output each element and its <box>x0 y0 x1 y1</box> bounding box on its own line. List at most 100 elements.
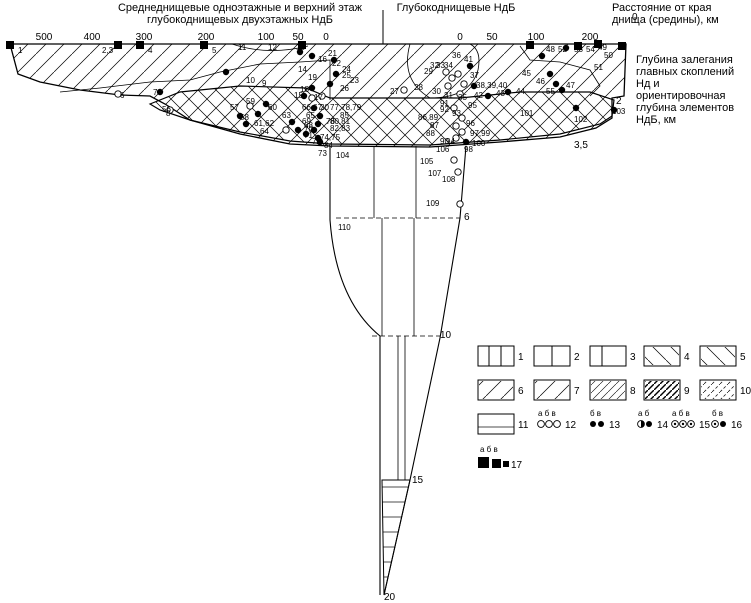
fossil-marker-filled <box>538 52 546 60</box>
fossil-marker-open <box>246 102 254 110</box>
legend-item: 5 <box>699 345 746 367</box>
fossil-marker-open <box>454 70 462 78</box>
legend-swatch-fill <box>701 347 735 365</box>
sample-label: 76 <box>326 117 335 126</box>
sample-label: 109 <box>426 199 440 208</box>
depth-label: 20 <box>384 592 396 603</box>
scale-tick-left: 0 <box>323 32 329 43</box>
legend-sublabel: а б в <box>480 445 498 454</box>
scale-tick-left: 500 <box>36 32 53 43</box>
sample-label: 53 <box>574 45 583 54</box>
sample-label: 71 <box>304 131 313 140</box>
fossil-marker-filled <box>552 80 560 88</box>
sample-label: 16 <box>318 55 327 64</box>
sample-label: 100 <box>472 139 486 148</box>
legend-number: 5 <box>740 352 746 363</box>
legend-sublabel: а б в <box>672 409 690 418</box>
sample-label: 48 <box>546 45 555 54</box>
sample-label: 4 <box>148 46 153 55</box>
legend-number: 1 <box>518 352 524 363</box>
fossil-marker-filled <box>546 70 554 78</box>
fossil-marker-open <box>444 82 452 90</box>
fossil-marker-open <box>456 200 464 208</box>
legend-sublabel: б в <box>590 409 601 418</box>
sample-label: 95 <box>468 101 477 110</box>
fossil-marker-filled <box>462 138 470 146</box>
fossil-marker-open <box>166 106 174 114</box>
legend-symbol-dot <box>689 422 693 426</box>
sample-label: 18 <box>300 85 309 94</box>
square-marker <box>526 41 534 49</box>
fossil-marker-filled <box>236 112 244 120</box>
legend-symbol <box>545 420 553 428</box>
stem-tip <box>381 479 411 596</box>
square-marker <box>594 40 602 48</box>
sample-label: 22 <box>332 59 341 68</box>
legend-item: 10 <box>699 379 751 401</box>
sample-label: 59 <box>246 97 255 106</box>
legend-item: 2 <box>533 345 580 367</box>
square-marker <box>574 42 582 50</box>
sample-label: 12 <box>268 43 277 52</box>
fossil-marker-filled <box>504 88 512 96</box>
sample-label: 20 <box>320 103 329 112</box>
sample-label: 63 <box>282 111 291 120</box>
sample-label: 21 <box>328 49 337 58</box>
sample-label: 36 <box>452 51 461 60</box>
fossil-marker-open <box>460 80 468 88</box>
sample-label: 88 <box>426 129 435 138</box>
legend-swatch-frame <box>477 345 515 367</box>
sample-label: 94 <box>446 137 455 146</box>
sample-label: 2,3 <box>102 46 114 55</box>
sample-label: 29 <box>424 67 433 76</box>
legend-swatch-fill <box>535 381 569 399</box>
fossil-marker-filled <box>316 112 324 120</box>
scale-tick-left: 300 <box>136 32 153 43</box>
sample-label: 85 <box>340 111 349 120</box>
sample-label: 80,81 <box>330 117 351 126</box>
sample-label: 31 <box>444 91 453 100</box>
sample-label: 17 <box>314 93 323 102</box>
square-marker <box>136 41 144 49</box>
sample-label: 14 <box>298 65 307 74</box>
sample-label: 5 <box>212 46 217 55</box>
scale-tick-right: 50 <box>486 32 498 43</box>
legend-number: 16 <box>731 420 743 431</box>
legend-symbol <box>503 461 509 467</box>
fossil-marker-filled <box>310 104 318 112</box>
depth-label: 15 <box>412 475 424 486</box>
sample-label: 7 <box>153 88 158 97</box>
sample-label: 107 <box>428 169 442 178</box>
fossil-marker-filled <box>470 82 478 90</box>
legend-item: 7 <box>533 379 580 401</box>
legend-number: 4 <box>684 352 690 363</box>
sample-label: 11 <box>238 43 247 52</box>
fossil-marker-open <box>442 68 450 76</box>
legend-item: 6 <box>477 379 524 401</box>
legend-number: 6 <box>518 386 524 397</box>
fossil-marker-filled <box>302 130 310 138</box>
sample-label: 73 <box>318 149 327 158</box>
fossil-marker-open <box>450 156 458 164</box>
legend-sublabel: а б в <box>538 409 556 418</box>
sample-label: 43 <box>496 89 505 98</box>
legend-item: 8 <box>589 379 636 401</box>
legend-number: 8 <box>630 386 636 397</box>
sample-label: 28 <box>414 83 423 92</box>
scale-tick-left: 400 <box>84 32 101 43</box>
legend-item: а б14 <box>637 409 669 431</box>
legend-symbol <box>553 420 561 428</box>
fossil-marker-open <box>308 94 316 102</box>
header-left: Среднеднищевые одноэтажные и верхний эта… <box>117 2 363 26</box>
legend-number: 9 <box>684 386 690 397</box>
sample-label: 58 <box>240 113 249 122</box>
legend-item: б в13 <box>590 409 621 431</box>
sample-label: 90 <box>440 137 449 146</box>
sample-label: 24 <box>342 65 351 74</box>
sample-label: 35 <box>458 93 467 102</box>
sample-label: 30 <box>432 87 441 96</box>
sample-label: 105 <box>420 157 434 166</box>
sample-label: 55 <box>546 87 555 96</box>
sample-label: 98 <box>464 145 473 154</box>
